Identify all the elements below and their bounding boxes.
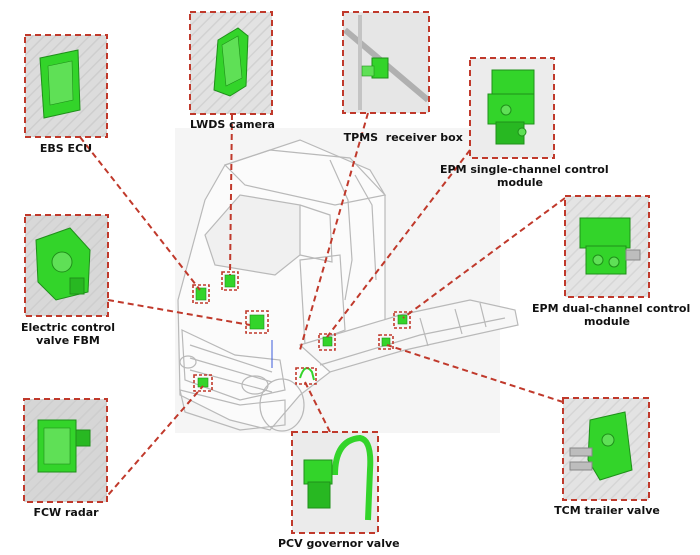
label-tpms-receiver-box: TPMS receiver box [343,131,463,144]
callout-lines [79,112,566,503]
inset-epm-dual-channel [564,195,650,298]
inset-tpms-receiver-box [342,11,430,114]
label-pcv-governor-valve: PCV governor valve [278,537,400,550]
label-electric-control-valve-fbm: Electric control valve FBM [21,321,115,347]
inset-pcv-governor-valve [291,431,379,534]
truck-location-markers [192,271,411,392]
label-ebs-ecu: EBS ECU [39,142,93,155]
label-fcw-radar: FCW radar [33,506,99,519]
inset-tcm-trailer-valve [562,397,650,501]
inset-fcw-radar [23,398,108,503]
inset-ebs-ecu [24,34,108,138]
inset-epm-single-channel [469,57,555,159]
label-tcm-trailer-valve: TCM trailer valve [554,504,660,517]
inset-lwds-camera [189,11,273,115]
truck-illustration [175,128,519,433]
label-lwds-camera: LWDS camera [190,118,275,131]
label-epm-single-channel: EPM single-channel control module [440,163,609,189]
inset-electric-control-valve-fbm [24,214,109,317]
label-epm-dual-channel: EPM dual-channel control module [532,302,691,328]
